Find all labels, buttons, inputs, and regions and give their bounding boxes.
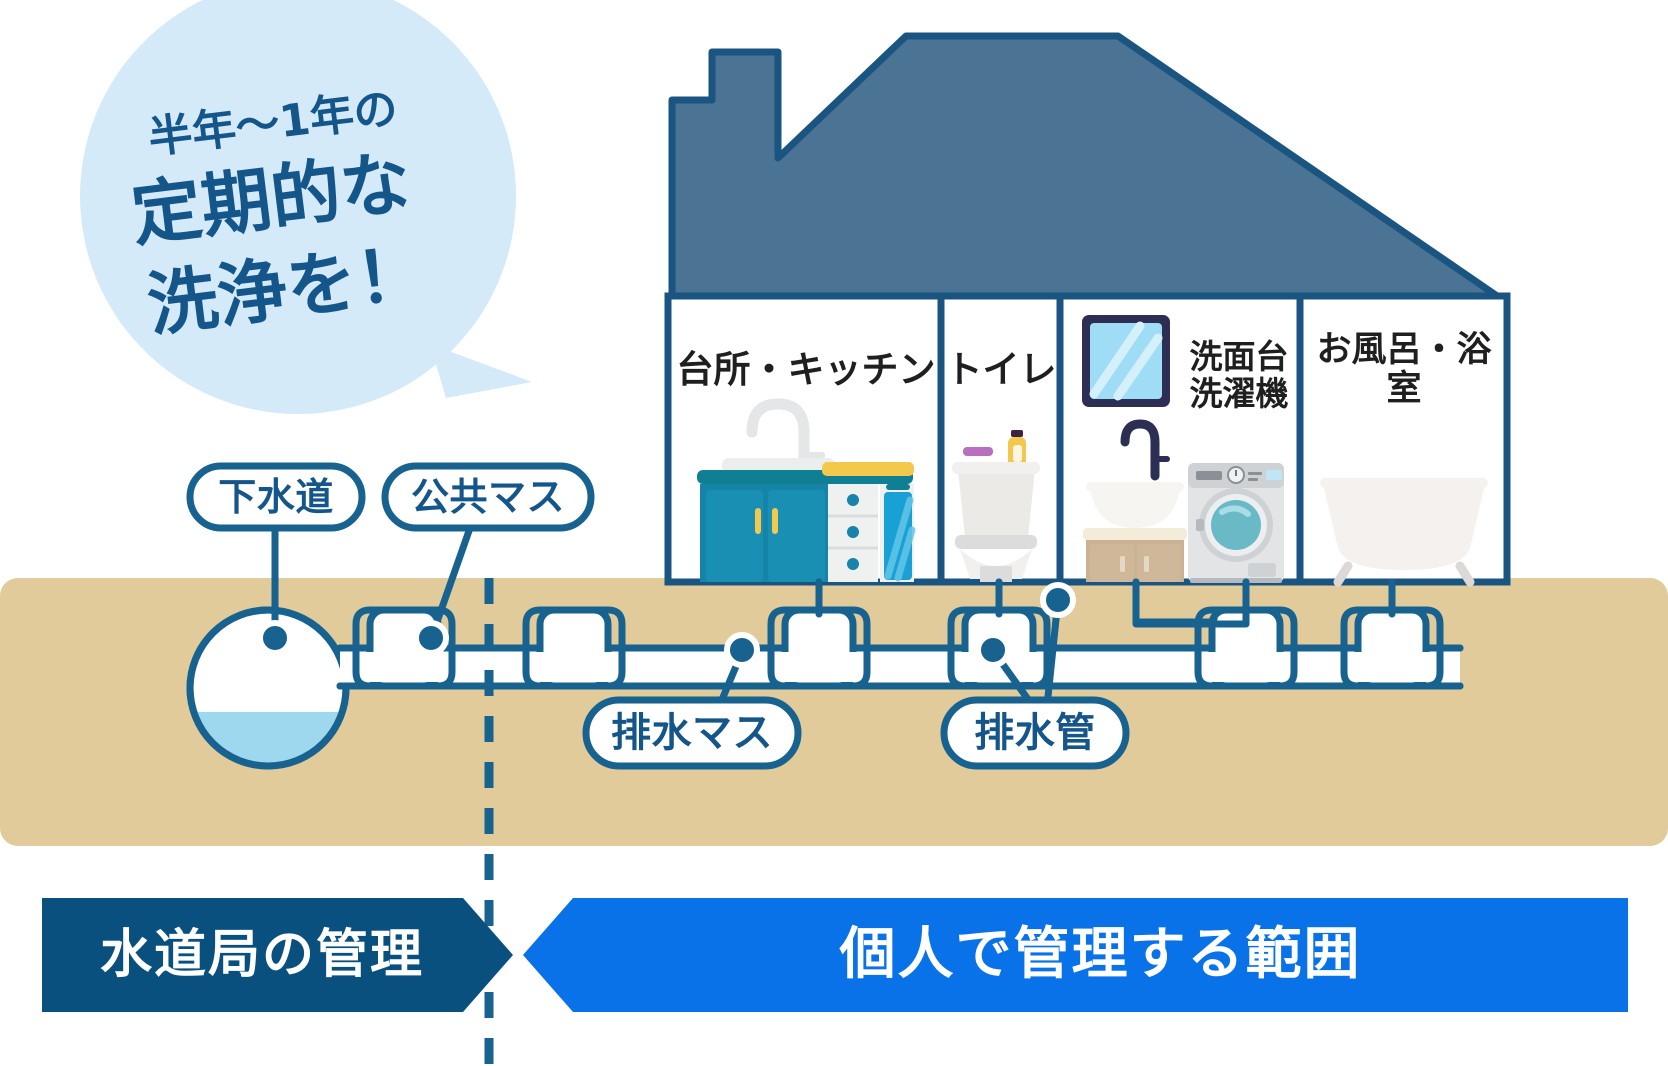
banner-label-waterworks: 水道局の管理 [99,924,424,985]
pill-label-drain-pipe[interactable]: 排水管 [974,709,1096,756]
room-label-washroom-line2: 洗濯機 [1189,374,1289,413]
pill-sewer [186,462,366,532]
pill-label-public-manhole[interactable]: 公共マス [410,474,565,519]
room-label-washroom: 洗面台 洗濯機 [1180,330,1298,422]
vanity-illustration [1082,315,1187,582]
kitchen-fixture-illustration [697,398,916,582]
banner-label-personal: 個人で管理する範囲 [839,921,1362,987]
sewer-connector [336,644,350,690]
speech-bubble [80,0,532,414]
pill-public-manhole [381,462,595,532]
banner-personal-shape [523,898,1628,1012]
pill-label-drain-basin[interactable]: 排水マス [611,709,773,756]
house-roof [668,32,1507,304]
pill-drain-pipe [940,696,1130,770]
room-label-bath: お風呂・浴室 [1316,329,1492,409]
pill-label-sewer[interactable]: 下水道 [218,474,334,519]
room-label-washroom-line1: 洗面台 [1189,337,1289,377]
bottom-banners [42,898,1628,1012]
room-label-toilet: トイレ [945,348,1057,392]
leader-public-manhole [428,524,474,640]
banner-waterworks-shape [42,898,513,1012]
leader-dots [257,582,1076,668]
bathtub-illustration [1320,478,1488,587]
toilet-illustration [952,430,1040,582]
pill-drain-basin [582,696,802,770]
room-label-kitchen: 台所・キッチン [676,348,936,392]
pill-shapes [186,462,1130,770]
washing-machine-illustration [1188,463,1284,583]
